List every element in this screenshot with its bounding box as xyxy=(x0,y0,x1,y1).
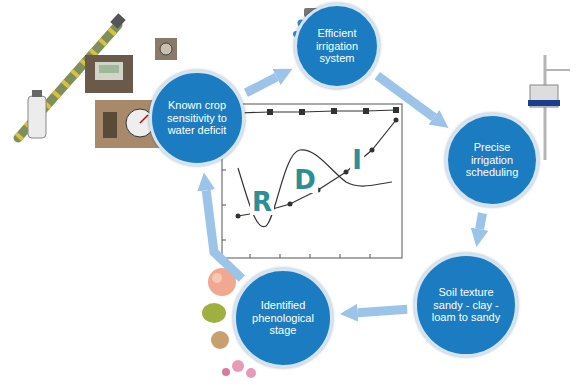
fruit-photos-part xyxy=(222,368,230,376)
null-part xyxy=(236,118,399,219)
rdi-chart-part xyxy=(222,104,402,258)
weather-station-part xyxy=(545,69,570,71)
circle-text: Identified phenological stage xyxy=(250,299,317,337)
rdi-chart-part xyxy=(238,150,392,227)
cycle-circle: Soil texture sandy - clay - loam to sand… xyxy=(414,253,518,357)
cycle-arrow xyxy=(480,213,483,229)
cycle-circle: Precise irrigation scheduling xyxy=(445,113,539,207)
null-part-part xyxy=(222,205,226,206)
sensor-photo-part xyxy=(160,43,172,55)
null-part-part xyxy=(393,107,399,113)
fruit-photos-part xyxy=(232,360,244,372)
chart-letter: I xyxy=(350,147,364,173)
null-part xyxy=(222,135,370,258)
null-part-part xyxy=(288,202,293,207)
logger-photo-part xyxy=(85,55,133,93)
cycle-circle: Efficient irrigation system xyxy=(294,3,380,89)
circle-text: Efficient irrigation system xyxy=(309,27,365,65)
weather-station-part xyxy=(528,100,560,106)
chart-letter: D xyxy=(292,167,318,193)
null-part-part xyxy=(267,109,273,115)
null-part-part xyxy=(340,254,341,258)
bottle-photo-part xyxy=(28,96,46,138)
gauge-photo-part xyxy=(140,115,148,123)
rdi-chart xyxy=(222,104,402,258)
probe-rod-part xyxy=(110,13,125,29)
cycle-arrow xyxy=(206,190,242,278)
cycle-arrow xyxy=(246,77,277,93)
null-part-part xyxy=(236,214,241,219)
null-part-part xyxy=(394,118,399,123)
fruit-photos-part xyxy=(202,303,226,323)
circle-text: Soil texture sandy - clay - loam to sand… xyxy=(432,286,501,324)
gauge-photo-part xyxy=(103,112,117,138)
cycle-arrow xyxy=(358,309,407,313)
probe-rod xyxy=(18,13,126,138)
rdi-chart-part xyxy=(238,110,396,113)
fruit-photos-part xyxy=(211,331,229,349)
cycle-arrow xyxy=(377,76,434,118)
sensor-photo xyxy=(155,38,177,60)
logger-photo-part xyxy=(95,62,123,80)
null-part-part xyxy=(222,240,226,241)
null-part-part xyxy=(363,108,369,114)
cycle-circle: Known crop sensitivity to water deficit xyxy=(149,70,245,166)
rdi-chart-part xyxy=(238,120,396,216)
circle-text: Precise irrigation scheduling xyxy=(461,141,523,179)
null-part-part xyxy=(331,108,337,114)
null-part-part xyxy=(280,254,281,258)
null-part-part xyxy=(250,254,251,258)
logger-photo-part xyxy=(99,65,119,73)
null-part-part xyxy=(370,254,371,258)
null-part-part xyxy=(299,109,305,115)
null-part xyxy=(235,107,399,116)
circle-text: Known crop sensitivity to water deficit xyxy=(165,99,229,137)
null-part-part xyxy=(222,170,226,171)
chart-letter: R xyxy=(250,189,274,215)
fruit-photos-part xyxy=(246,368,256,378)
fruit-photos-part xyxy=(212,273,222,283)
null-part-part xyxy=(370,148,375,153)
sensor-photo-part xyxy=(155,38,177,60)
null-part-part xyxy=(310,254,311,258)
bottle-photo xyxy=(28,90,46,138)
cycle-circle: Identified phenological stage xyxy=(233,268,333,368)
logger-photo xyxy=(85,55,133,93)
bottle-photo-part xyxy=(32,90,42,97)
null-part-part xyxy=(344,170,349,175)
